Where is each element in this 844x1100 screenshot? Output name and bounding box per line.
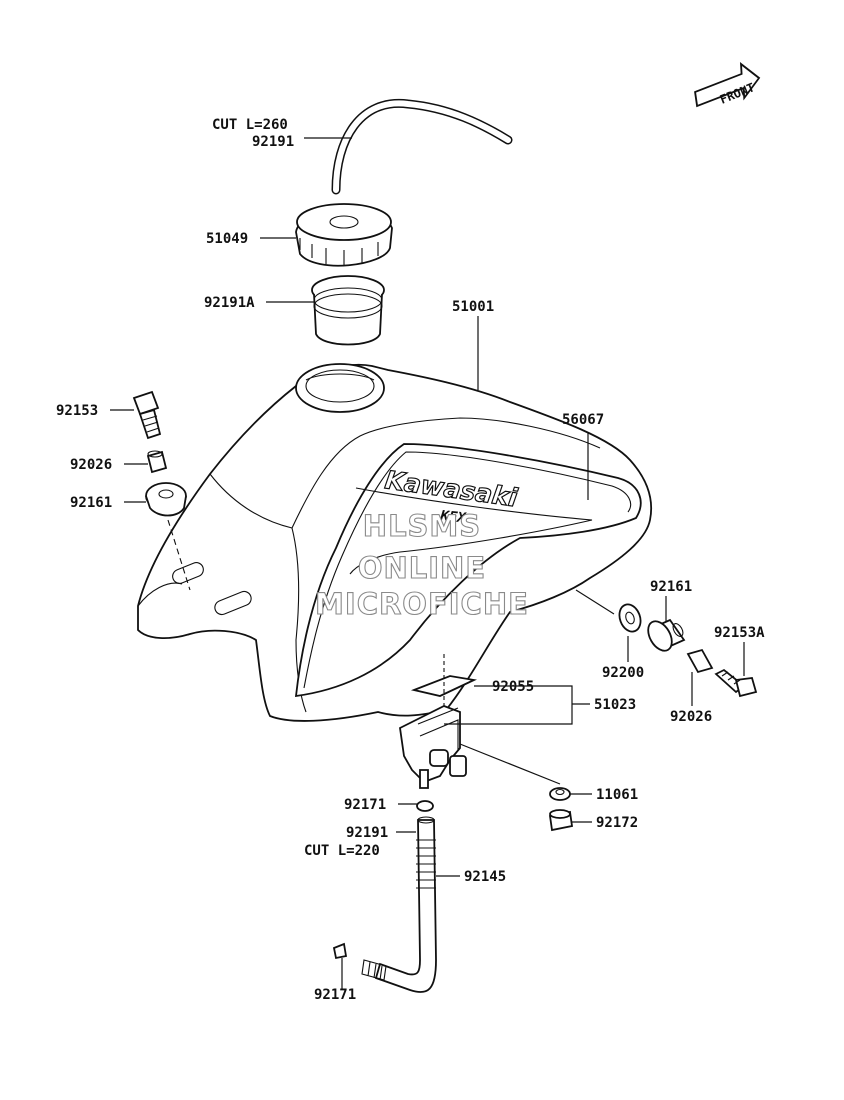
right-mount-guide: [575, 589, 615, 615]
callout-nut: 11061: [596, 787, 638, 803]
callout-tank: 51001: [452, 299, 494, 315]
watermark: HLSMS ONLINE MICROFICHE: [315, 508, 529, 621]
damper-right: [647, 618, 686, 652]
callout-clip-lower: 92171: [314, 987, 356, 1003]
callout-damper-right: 92161: [650, 579, 692, 595]
callout-fuel-hose: 92191: [346, 825, 388, 841]
washer-right: [618, 603, 642, 633]
callout-hose-protector: 92145: [464, 869, 506, 885]
bolt-right: [714, 668, 758, 698]
callout-washer: 92200: [602, 665, 644, 681]
callout-cock-gasket: 92055: [492, 679, 534, 695]
clip-lower: [332, 942, 348, 960]
collar-left: [146, 450, 168, 474]
cap-gasket: [311, 275, 385, 346]
bolt-cock: [548, 809, 574, 832]
callout-bolt-right: 92153A: [714, 625, 765, 641]
fuel-tank: [137, 363, 653, 722]
callout-fuel-hose-cut: CUT L=220: [304, 843, 380, 859]
callout-labels: CUT L=260 92191 51049 92191A 51001 92153…: [56, 117, 765, 1003]
mount-center-line: [167, 519, 191, 591]
collar-right: [686, 648, 714, 674]
fuel-hose: [361, 816, 437, 993]
callout-cap: 51049: [206, 231, 248, 247]
fuel-cap: [295, 203, 393, 267]
callout-tank-bolt: 92153: [56, 403, 98, 419]
callout-breather-hose: 92191: [252, 134, 294, 150]
breather-hose: [331, 98, 513, 195]
watermark-line-1: HLSMS: [363, 509, 481, 543]
tank-bolt-left: [132, 390, 162, 440]
watermark-line-3: MICROFICHE: [315, 587, 529, 621]
damper-left: [145, 482, 187, 517]
clip-upper: [416, 800, 434, 812]
callout-damper-left: 92161: [70, 495, 112, 511]
callout-bolt-cock: 92172: [596, 815, 638, 831]
nut-right: [549, 787, 571, 801]
callout-breather-cut: CUT L=260: [212, 117, 288, 133]
fuel-cock: [399, 654, 467, 789]
front-arrow-icon: FRONT: [694, 61, 761, 108]
callout-collar-right: 92026: [670, 709, 712, 725]
leader-lines: [110, 137, 745, 990]
watermark-line-2: ONLINE: [358, 551, 486, 585]
tank-model-badge: KFX: [439, 508, 468, 527]
callout-clip-upper: 92171: [344, 797, 386, 813]
callout-tank-emblem: 56067: [562, 412, 604, 428]
callout-cap-gasket: 92191A: [204, 295, 255, 311]
callout-collar-left: 92026: [70, 457, 112, 473]
callout-fuel-cock: 51023: [594, 697, 636, 713]
